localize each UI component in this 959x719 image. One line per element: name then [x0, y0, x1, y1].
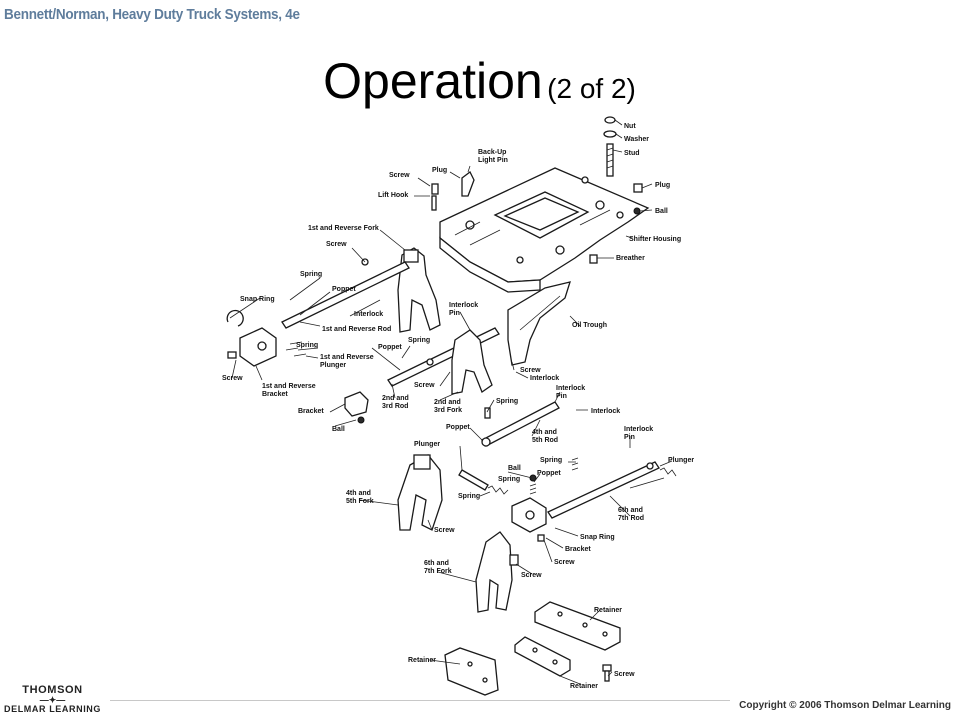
- label-plunger-left: Plunger: [414, 441, 440, 448]
- label-snap-ring-left: Snap Ring: [240, 296, 275, 303]
- label-breather: Breather: [616, 255, 645, 262]
- label-poppet-lower: Poppet: [537, 470, 561, 477]
- slide-title: Operation (2 of 2): [0, 52, 959, 110]
- label-first-reverse-fork: 1st and Reverse Fork: [308, 225, 379, 232]
- copyright-text: Copyright © 2006 Thomson Delmar Learning: [739, 700, 951, 711]
- label-lift-hook: Lift Hook: [378, 192, 408, 199]
- label-screw-center: Screw: [520, 367, 541, 374]
- label-screw-mid: Screw: [414, 382, 435, 389]
- label-first-reverse-rod: 1st and Reverse Rod: [322, 326, 391, 333]
- logo-text-top: THOMSON: [22, 684, 83, 696]
- label-spring-left-top: Spring: [300, 271, 322, 278]
- label-ball-right: Ball: [655, 208, 668, 215]
- label-poppet-center: Poppet: [378, 344, 402, 351]
- label-nut: Nut: [624, 123, 636, 130]
- retainer-right-part: [534, 601, 621, 651]
- label-washer: Washer: [624, 136, 649, 143]
- label-plug-right: Plug: [655, 182, 670, 189]
- label-spring-right: Spring: [458, 493, 480, 500]
- label-screw-bracket: Screw: [554, 559, 575, 566]
- oil-trough-part: [507, 281, 571, 366]
- label-plunger-right: Plunger: [668, 457, 694, 464]
- label-interlock-right: Interlock: [591, 408, 620, 415]
- retainer-left-part: [444, 647, 499, 696]
- label-retainer-bottom: Retainer: [570, 683, 598, 690]
- slide-title-main: Operation: [323, 53, 543, 109]
- screw-bottom-part: [602, 664, 612, 682]
- label-spring-mid: Spring: [496, 398, 518, 405]
- fourth-fifth-rod-part: [481, 401, 560, 447]
- label-screw-bottom: Screw: [614, 671, 635, 678]
- label-spring-left-mid: Spring: [296, 342, 318, 349]
- label-screw-fork67: Screw: [521, 572, 542, 579]
- first-reverse-bracket-part: [226, 309, 307, 367]
- slide-title-sub: (2 of 2): [547, 73, 636, 104]
- label-poppet-mid: Poppet: [446, 424, 470, 431]
- retainer-bottom-part: [514, 636, 571, 677]
- label-spring-low-left: Spring: [540, 457, 562, 464]
- label-stud: Stud: [624, 150, 640, 157]
- publisher-logo: THOMSON —✦— DELMAR LEARNING: [0, 684, 105, 714]
- sixth-seventh-fork-part: [475, 531, 519, 613]
- first-reverse-fork-part: [397, 247, 441, 333]
- label-bracket-left: Bracket: [298, 408, 324, 415]
- label-screw-top: Screw: [389, 172, 410, 179]
- logo-text-bottom: DELMAR LEARNING: [4, 704, 101, 714]
- shifter-housing-part: [439, 167, 650, 293]
- plunger-spring-parts: [458, 457, 579, 495]
- book-title: Bennett/Norman, Heavy Duty Truck Systems…: [4, 6, 300, 23]
- label-snap-ring-right: Snap Ring: [580, 534, 615, 541]
- label-plug-top: Plug: [432, 167, 447, 174]
- label-spring-center: Spring: [408, 337, 430, 344]
- fourth-fifth-fork-part: [397, 454, 443, 531]
- label-interlock-left: Interlock: [354, 311, 383, 318]
- label-screw-fork45: Screw: [434, 527, 455, 534]
- label-retainer-right: Retainer: [594, 607, 622, 614]
- label-bracket-right: Bracket: [565, 546, 591, 553]
- stud-assembly-part: [603, 116, 617, 177]
- leader-lines: [229, 119, 673, 685]
- second-third-fork-part: [451, 329, 493, 395]
- label-retainer-left: Retainer: [408, 657, 436, 664]
- bracket-right-part: [511, 497, 547, 542]
- label-screw-far-left: Screw: [222, 375, 243, 382]
- label-ball-left: Ball: [332, 426, 345, 433]
- label-shifter-housing: Shifter Housing: [629, 236, 681, 243]
- sixth-seventh-rod-part: [547, 461, 677, 519]
- label-oil-trough: Oil Trough: [572, 322, 607, 329]
- label-poppet-left: Poppet: [332, 286, 356, 293]
- logo-star-icon: —✦—: [39, 695, 66, 705]
- bracket-left-part: [344, 391, 369, 424]
- label-spring-lower: Spring: [498, 476, 520, 483]
- label-screw-left: Screw: [326, 241, 347, 248]
- label-ball-center: Ball: [508, 465, 521, 472]
- first-reverse-rod-part: [281, 258, 410, 329]
- footer-divider: [110, 700, 730, 701]
- label-interlock-center: Interlock: [530, 375, 559, 382]
